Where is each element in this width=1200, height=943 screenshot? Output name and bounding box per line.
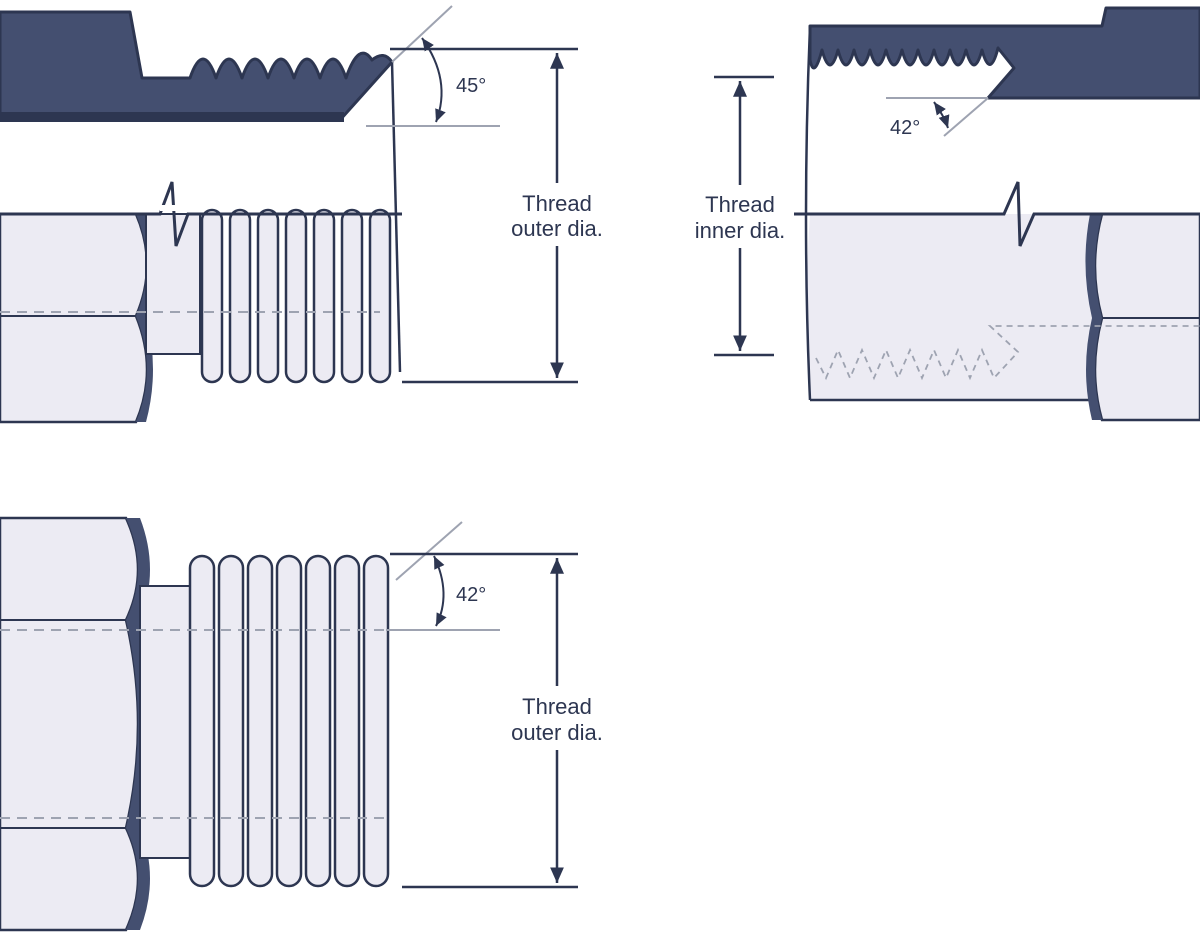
male-45-angle-label: 45° xyxy=(456,75,486,97)
male-42-hex-shadow xyxy=(126,518,150,930)
male-42-dim-label-line1: Thread xyxy=(522,694,592,719)
male-fitting-42-diagram: 42° Thread outer dia. xyxy=(0,516,603,932)
female-42-break-line xyxy=(794,181,1200,247)
male-42-dim-label-line2: outer dia. xyxy=(511,720,603,745)
female-42-dim-label-line2: inner dia. xyxy=(695,218,786,243)
male-45-cone-extension xyxy=(391,5,453,63)
male-45-dim-label-line2: outer dia. xyxy=(511,216,603,241)
male-45-angle-arc xyxy=(421,37,446,123)
male-45-dim-label-line1: Thread xyxy=(522,191,592,216)
male-45-cone-face xyxy=(390,61,402,373)
female-42-cone-extension xyxy=(943,97,989,137)
male-42-angle-label: 42° xyxy=(456,584,486,606)
male-45-break-line xyxy=(0,181,402,247)
female-42-angle-label: 42° xyxy=(890,117,920,139)
male-45-hex-body xyxy=(0,212,149,424)
male-42-neck xyxy=(139,585,197,859)
female-42-angle-arc xyxy=(933,101,950,129)
male-45-thread-ridges xyxy=(200,208,392,384)
female-42-hidden-thread xyxy=(815,325,1200,381)
female-42-body-left-edge xyxy=(804,25,812,401)
female-42-hex-shadow xyxy=(1085,214,1102,420)
male-42-cone-extension xyxy=(395,521,463,581)
male-42-thread-ridges xyxy=(188,554,390,888)
female-fitting-42-diagram: 42° Thread inner dia. xyxy=(695,6,1200,422)
female-42-dim-label-line1: Thread xyxy=(705,192,775,217)
male-45-seat-strip xyxy=(0,112,344,122)
male-42-hex-body xyxy=(0,516,140,932)
male-45-neck xyxy=(145,213,201,355)
male-fitting-45-diagram: 45° Thread outer dia. xyxy=(0,5,603,424)
female-42-body xyxy=(807,214,1092,400)
male-45-cross-section xyxy=(0,10,394,122)
male-42-angle-arc xyxy=(433,555,447,627)
female-42-cross-section xyxy=(808,6,1200,100)
